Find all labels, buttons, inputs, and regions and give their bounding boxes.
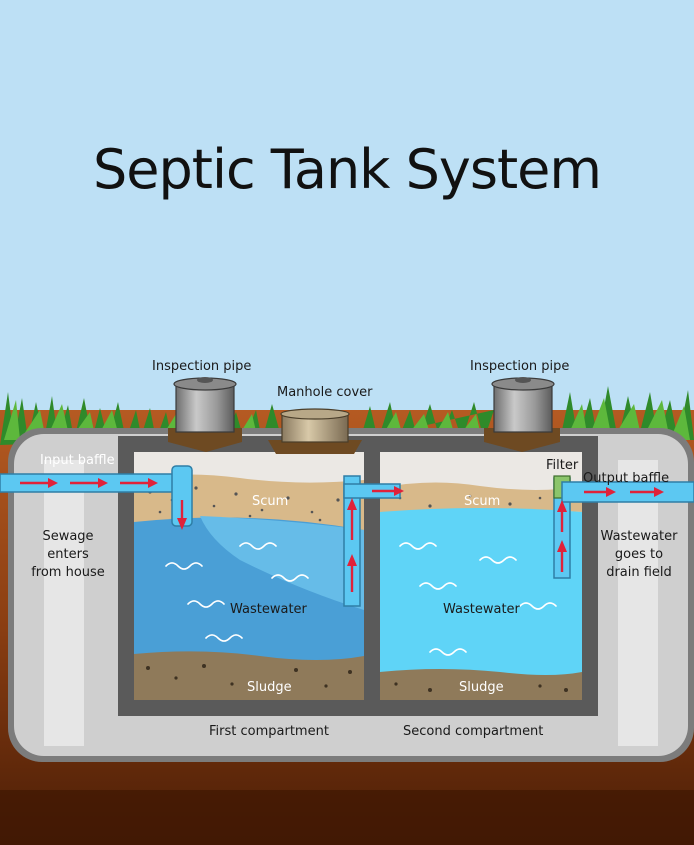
sludge-right (380, 669, 582, 700)
sludge-left (134, 651, 364, 700)
sky (0, 0, 694, 440)
label-inspection-pipe-left: Inspection pipe (152, 359, 252, 374)
label-sludge-left: Sludge (247, 680, 292, 695)
label-inspection-pipe-right: Inspection pipe (470, 359, 570, 374)
deep-soil (0, 790, 694, 845)
sewage-line-3: from house (31, 565, 105, 580)
label-output-baffle: Output baffle (583, 471, 670, 486)
label-wastewater-right: Wastewater (443, 602, 520, 617)
label-second-compartment: Second compartment (403, 724, 544, 739)
water-waves (165, 542, 557, 656)
label-sewage-enters: Sewage enters from house (26, 528, 110, 582)
label-first-compartment: First compartment (209, 724, 329, 739)
manhole-cover-graphic (268, 408, 362, 454)
flow-arrows (20, 478, 664, 592)
label-filter: Filter (546, 458, 579, 473)
wastewater-out-line-2: goes to (614, 547, 664, 562)
label-wastewater-drain-field: Wastewater goes to drain field (594, 528, 684, 582)
label-scum-left: Scum (252, 494, 289, 509)
label-scum-right: Scum (464, 494, 501, 509)
output-pipe (561, 481, 694, 503)
right-column (618, 460, 658, 746)
water-left-highlight (200, 516, 364, 610)
inspection-pipe-right (484, 377, 560, 452)
label-input-baffle: Input baffle (40, 453, 115, 468)
diagram-title: Septic Tank System (93, 138, 602, 201)
sewage-line-1: Sewage (42, 529, 94, 544)
label-manhole-cover: Manhole cover (277, 385, 373, 400)
label-sludge-right: Sludge (459, 680, 504, 695)
sludge-speckles (146, 664, 568, 692)
sewage-line-2: enters (47, 547, 89, 562)
left-column (44, 460, 84, 746)
label-wastewater-left: Wastewater (230, 602, 307, 617)
wastewater-out-line-3: drain field (606, 565, 672, 580)
wastewater-out-line-1: Wastewater (600, 529, 678, 544)
inspection-pipe-left (168, 377, 242, 452)
